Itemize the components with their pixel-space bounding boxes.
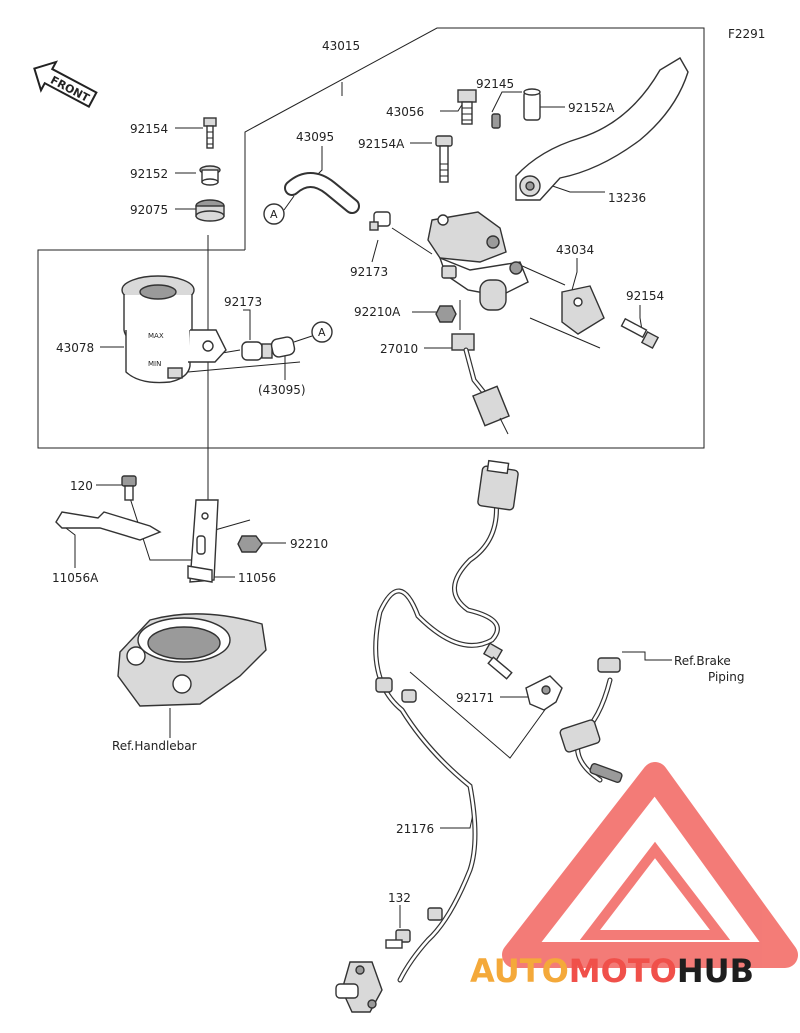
master-cylinder-43015 — [427, 211, 529, 311]
watermark-moto: MOTO — [569, 952, 677, 990]
assembly-group-frame — [37, 27, 705, 449]
screw-92154 — [203, 117, 217, 149]
bolt-92154-right — [620, 317, 660, 350]
brake-switch-sensor — [559, 657, 623, 784]
cable-connector-top — [477, 459, 519, 511]
hose-43095-short — [270, 336, 296, 358]
part-labels: 43015 92145 43056 92152A 92154 43095 921… — [52, 39, 744, 905]
label-92075: 92075 — [130, 203, 168, 217]
label-43056: 43056 — [386, 105, 424, 119]
label-43034: 43034 — [556, 243, 594, 257]
bushing-92152 — [199, 165, 221, 186]
callout-a-top: A — [263, 195, 295, 225]
bolt-92154A — [435, 135, 453, 183]
setscrew-92145 — [491, 113, 501, 129]
label-92152: 92152 — [130, 167, 168, 181]
label-11056A: 11056A — [52, 571, 99, 585]
watermark-logo-icon — [502, 762, 798, 968]
lever-13236 — [515, 57, 689, 201]
switch-27010 — [451, 333, 510, 435]
watermark-hub: HUB — [677, 952, 754, 990]
holder-43034 — [561, 285, 605, 335]
bracket-11056 — [187, 499, 219, 583]
label-92210: 92210 — [290, 537, 328, 551]
label-92154A: 92154A — [358, 137, 405, 151]
callout-a-mid-letter: A — [318, 326, 326, 339]
label-120: 120 — [70, 479, 93, 493]
reservoir-min-label: MIN — [148, 360, 161, 368]
label-92171: 92171 — [456, 691, 494, 705]
label-21176: 21176 — [396, 822, 434, 836]
label-43078: 43078 — [56, 341, 94, 355]
automotohub-watermark: AUTOMOTOHUB — [470, 762, 798, 990]
label-13236: 13236 — [608, 191, 646, 205]
label-ref-handlebar: Ref.Handlebar — [112, 739, 197, 753]
label-92173-left: 92173 — [224, 295, 262, 309]
nut-92210A — [435, 305, 457, 323]
bracket-11056A — [55, 511, 162, 541]
reservoir-43078: MAX MIN — [121, 275, 227, 384]
pin-92152A — [523, 88, 541, 121]
watermark-auto: AUTO — [470, 952, 569, 990]
label-92210A: 92210A — [354, 305, 401, 319]
label-92152A: 92152A — [568, 101, 615, 115]
handlebar-switch-housing — [117, 613, 267, 707]
label-92154-top: 92154 — [130, 122, 168, 136]
label-ref-brake-1: Ref.Brake — [674, 654, 731, 668]
label-92173-mid: 92173 — [350, 265, 388, 279]
label-43095: 43095 — [296, 130, 334, 144]
clamp-92173-left — [241, 341, 273, 361]
label-132: 132 — [388, 891, 411, 905]
cable-sleeve — [375, 677, 417, 703]
hose-43095 — [284, 172, 360, 214]
callout-a-top-letter: A — [270, 208, 278, 221]
bolt-120 — [121, 475, 137, 501]
clamp-92173-mid — [369, 211, 391, 231]
grommet-92075 — [195, 199, 225, 222]
watermark-text: AUTOMOTOHUB — [470, 952, 754, 990]
callout-a-mid: A — [293, 321, 333, 343]
fitting-43056 — [457, 89, 477, 125]
diagram-code: F2291 — [728, 27, 765, 41]
label-43015: 43015 — [322, 39, 360, 53]
cable-terminal-bottom — [335, 907, 443, 1013]
stay-92171 — [525, 675, 563, 711]
bolt-132 — [385, 929, 411, 949]
nut-92210 — [237, 535, 263, 553]
label-ref-brake-2: Piping — [708, 670, 744, 684]
label-27010: 27010 — [380, 342, 418, 356]
bolt-92171-assy — [482, 642, 513, 680]
label-43095-ref: (43095) — [258, 383, 306, 397]
label-92154-right: 92154 — [626, 289, 664, 303]
front-arrow-icon: FRONT — [33, 60, 98, 108]
label-92145: 92145 — [476, 77, 514, 91]
reservoir-max-label: MAX — [148, 332, 164, 340]
label-11056: 11056 — [238, 571, 276, 585]
